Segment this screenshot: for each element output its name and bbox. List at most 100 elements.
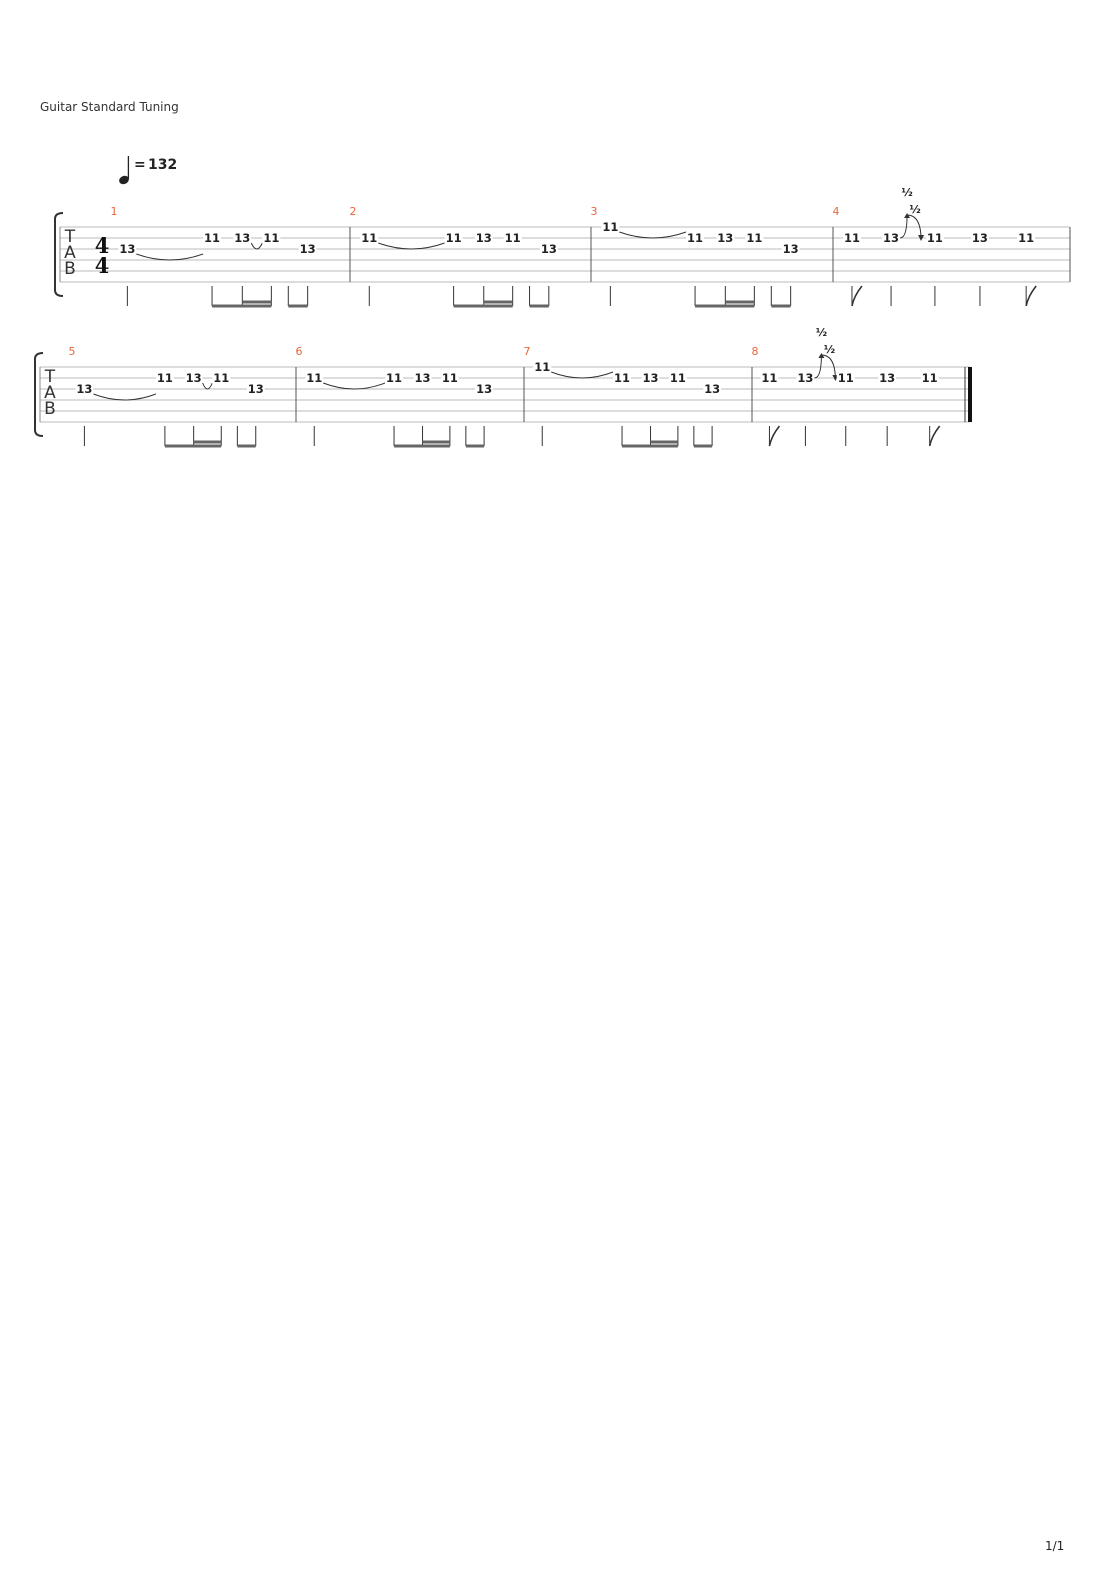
fret-background — [760, 372, 779, 384]
release-amount: ½ — [824, 343, 835, 356]
fret-number: 11 — [505, 231, 521, 245]
fret-number: 13 — [186, 371, 202, 385]
release-arrow-icon — [918, 235, 925, 241]
fret-background — [155, 372, 174, 384]
fret-background — [474, 232, 493, 244]
time-signature-denominator: 4 — [95, 253, 110, 278]
fret-number: 11 — [386, 371, 402, 385]
tie-arc — [93, 393, 157, 401]
fret-number: 11 — [670, 371, 686, 385]
fret-number: 13 — [476, 382, 492, 396]
fret-number: 13 — [476, 231, 492, 245]
fret-background — [212, 372, 231, 384]
fret-background — [641, 372, 660, 384]
fret-number: 13 — [76, 382, 92, 396]
fret-background — [925, 232, 944, 244]
fret-background — [796, 372, 815, 384]
tuning-label: Guitar Standard Tuning — [40, 100, 179, 114]
fret-number: 13 — [704, 382, 720, 396]
fret-number: 11 — [838, 371, 854, 385]
fret-background — [882, 232, 901, 244]
bar-number: 6 — [296, 345, 303, 358]
bar-number: 7 — [524, 345, 531, 358]
bar-number: 3 — [591, 205, 598, 218]
fret-background — [233, 232, 252, 244]
fret-background — [842, 232, 861, 244]
fret-number: 13 — [415, 371, 431, 385]
fret-background — [668, 372, 687, 384]
tie-arc — [551, 371, 614, 379]
bar-number: 5 — [69, 345, 76, 358]
bar-number: 1 — [111, 205, 118, 218]
fret-background — [745, 232, 764, 244]
fret-number: 11 — [844, 231, 860, 245]
fret-background — [601, 221, 620, 233]
fret-background — [533, 361, 552, 373]
bar-number: 4 — [833, 205, 840, 218]
fret-background — [440, 372, 459, 384]
fret-background — [305, 372, 324, 384]
tie-arc — [323, 382, 386, 390]
fret-background — [360, 232, 379, 244]
fret-number: 11 — [204, 231, 220, 245]
fret-number: 11 — [361, 231, 377, 245]
fret-number: 11 — [614, 371, 630, 385]
time-signature-numerator: 4 — [95, 233, 110, 258]
fret-background — [413, 372, 432, 384]
fret-background — [475, 383, 494, 395]
fret-background — [970, 232, 989, 244]
fret-background — [503, 232, 522, 244]
fret-background — [298, 243, 317, 255]
fret-number: 13 — [248, 382, 264, 396]
fret-number: 13 — [300, 242, 316, 256]
fret-number: 11 — [157, 371, 173, 385]
fret-number: 13 — [541, 242, 557, 256]
fret-number: 13 — [783, 242, 799, 256]
fret-background — [920, 372, 939, 384]
release-amount: ½ — [909, 203, 920, 216]
fret-background — [203, 232, 222, 244]
tempo-value: 132 — [148, 157, 177, 173]
fret-background — [75, 383, 94, 395]
fret-number: 13 — [879, 371, 895, 385]
fret-number: 11 — [306, 371, 322, 385]
fret-number: 13 — [119, 242, 135, 256]
bend-curve — [814, 354, 822, 379]
fret-number: 11 — [446, 231, 462, 245]
tab-clef-letter: A — [64, 243, 76, 263]
fret-number: 11 — [687, 231, 703, 245]
eighth-flag-icon — [768, 425, 781, 447]
bend-curve — [899, 214, 908, 239]
fret-background — [781, 243, 800, 255]
tempo-marking: = 132 — [119, 156, 177, 185]
system-bracket — [54, 212, 64, 297]
bend-amount: ½ — [816, 326, 827, 339]
tempo-equals: = — [134, 157, 146, 173]
fret-background — [613, 372, 632, 384]
fret-number: 11 — [534, 360, 550, 374]
fret-background — [262, 232, 281, 244]
system-bracket — [34, 352, 44, 437]
tab-clef-letter: A — [44, 383, 56, 403]
tab-clef-letter: B — [64, 259, 76, 279]
fret-number: 11 — [761, 371, 777, 385]
fret-background — [836, 372, 855, 384]
fret-number: 11 — [922, 371, 938, 385]
tab-clef-letter: T — [64, 227, 76, 247]
quarter-note-icon — [119, 175, 129, 185]
fret-number: 11 — [1018, 231, 1034, 245]
fret-background — [1017, 232, 1036, 244]
tie-arc — [202, 382, 213, 390]
